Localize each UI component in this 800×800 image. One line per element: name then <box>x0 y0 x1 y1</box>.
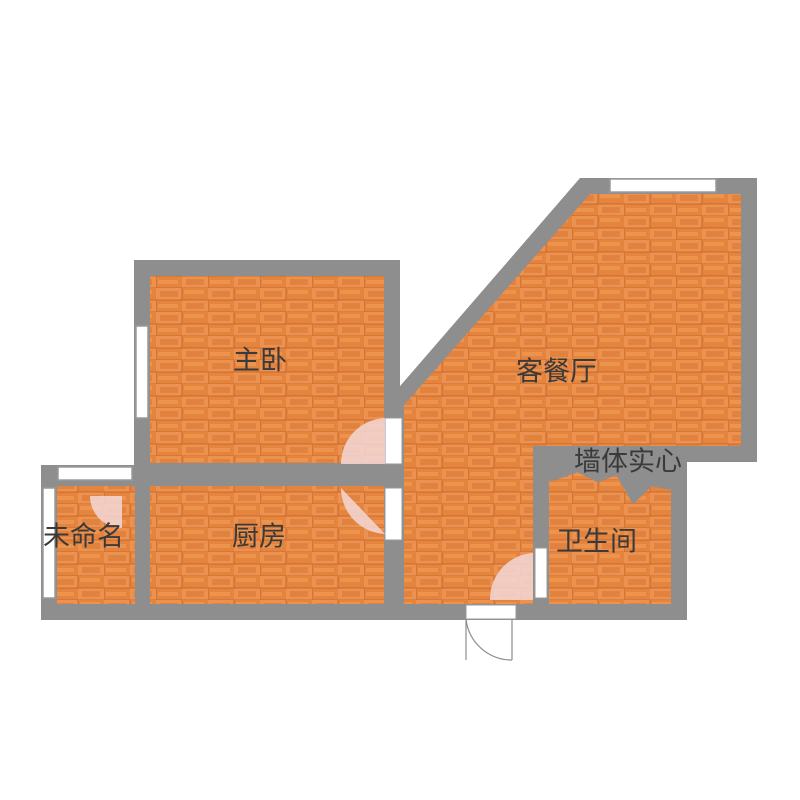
label-solid-wall: 墙体实心 <box>574 447 682 478</box>
window-icon <box>135 325 149 419</box>
windows <box>42 178 717 599</box>
floor-living-dining <box>404 194 741 604</box>
label-unnamed: 未命名 <box>43 522 124 553</box>
door-swing-icon <box>489 553 533 600</box>
door-openings <box>384 417 548 620</box>
solid-wall-shape <box>547 463 672 505</box>
window-icon <box>609 178 717 193</box>
floor-bathroom <box>549 468 671 604</box>
label-bathroom: 卫生间 <box>556 527 637 558</box>
door-swing-icon <box>340 488 385 534</box>
window-icon <box>42 487 56 599</box>
entry-door-swing-icon <box>465 618 513 661</box>
floor-master-bedroom <box>150 276 384 463</box>
label-living-dining: 客餐厅 <box>516 357 597 388</box>
label-master-bedroom: 主卧 <box>233 346 287 377</box>
floors <box>57 194 741 604</box>
door-swing-icons <box>90 418 533 661</box>
window-icon <box>57 466 133 481</box>
label-kitchen: 厨房 <box>232 522 286 553</box>
door-swing-icon <box>90 496 122 528</box>
door-swing-icon <box>340 418 385 464</box>
